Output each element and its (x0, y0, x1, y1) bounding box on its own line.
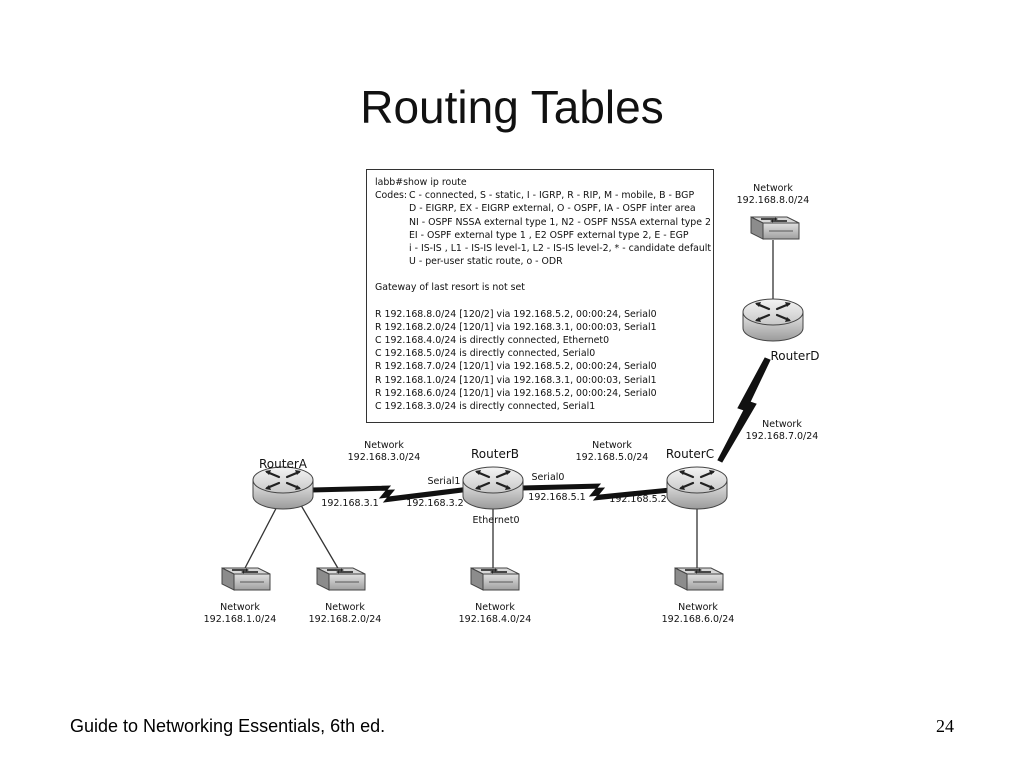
network-word-label: Network (325, 602, 365, 613)
serial-link-a-b (311, 485, 463, 503)
code-line: NI - OSPF NSSA external type 1, N2 - OSP… (409, 216, 711, 228)
interface-name-label: Serial0 (532, 472, 565, 483)
interface-name-label: Serial1 (428, 476, 461, 487)
command-line: labb#show ip route (375, 177, 467, 188)
route-entry: R 192.168.7.0/24 [120/1] via 192.168.5.2… (375, 361, 657, 373)
router-d-icon (741, 297, 805, 343)
router-a-icon (251, 465, 315, 511)
router-d-label: RouterD (770, 349, 819, 363)
switch-icon (221, 567, 271, 591)
interface-name-label: Ethernet0 (473, 515, 520, 526)
network-word-label: Network (762, 419, 802, 430)
network-address-label: 192.168.3.0/24 (348, 452, 421, 463)
network-word-label: Network (364, 440, 404, 451)
network-address-label: 192.168.6.0/24 (662, 614, 735, 625)
network-word-label: Network (220, 602, 260, 613)
router-b-label: RouterB (471, 447, 519, 461)
serial-link-c-d (717, 357, 771, 463)
interface-ip-label: 192.168.5.1 (528, 492, 585, 503)
codes-label: Codes: (375, 190, 408, 202)
interface-ip-label: 192.168.3.2 (406, 498, 463, 509)
router-c-icon (665, 465, 729, 511)
code-line: C - connected, S - static, I - IGRP, R -… (409, 190, 695, 202)
gateway-line: Gateway of last resort is not set (375, 282, 525, 294)
router-a-label: RouterA (259, 457, 308, 471)
network-word-label: Network (475, 602, 515, 613)
switch-icon (750, 216, 800, 240)
route-entry: R 192.168.1.0/24 [120/1] via 192.168.3.1… (375, 374, 657, 386)
network-address-label: 192.168.1.0/24 (204, 614, 277, 625)
network-address-label: 192.168.4.0/24 (459, 614, 532, 625)
network-word-label: Network (592, 440, 632, 451)
code-line: D - EIGRP, EX - EIGRP external, O - OSPF… (409, 203, 696, 215)
slide-title: Routing Tables (360, 81, 664, 133)
codes-row: Codes: C - connected, S - static, I - IG… (375, 189, 705, 202)
route-entry: C 192.168.4.0/24 is directly connected, … (375, 335, 610, 347)
routing-table-output: labb#show ip route Codes: C - connected,… (366, 169, 714, 423)
interface-ip-label: 192.168.5.2 (609, 494, 666, 505)
route-entry: C 192.168.3.0/24 is directly connected, … (375, 401, 596, 413)
interface-ip-label: 192.168.3.1 (321, 498, 378, 509)
route-entry: R 192.168.2.0/24 [120/1] via 192.168.3.1… (375, 321, 657, 333)
route-entry: R 192.168.6.0/24 [120/1] via 192.168.5.2… (375, 387, 657, 399)
link-a-n2 (294, 494, 340, 571)
network-address-label: 192.168.5.0/24 (576, 452, 649, 463)
route-entry: R 192.168.8.0/24 [120/2] via 192.168.5.2… (375, 308, 657, 320)
code-line: EI - OSPF external type 1 , E2 OSPF exte… (409, 229, 689, 241)
switch-icon (316, 567, 366, 591)
network-word-label: Network (753, 183, 793, 194)
network-address-label: 192.168.7.0/24 (746, 431, 819, 442)
router-c-label: RouterC (666, 447, 714, 461)
page-number: 24 (936, 716, 954, 736)
switch-icon (470, 567, 520, 591)
route-entry: C 192.168.5.0/24 is directly connected, … (375, 348, 596, 360)
code-line: U - per-user static route, o - ODR (409, 256, 563, 268)
router-b-icon (461, 465, 525, 511)
switch-icon (674, 567, 724, 591)
network-word-label: Network (678, 602, 718, 613)
code-line: i - IS-IS , L1 - IS-IS level-1, L2 - IS-… (409, 243, 712, 255)
network-address-label: 192.168.2.0/24 (309, 614, 382, 625)
network-address-label: 192.168.8.0/24 (737, 195, 810, 206)
footer-source: Guide to Networking Essentials, 6th ed. (70, 716, 386, 736)
